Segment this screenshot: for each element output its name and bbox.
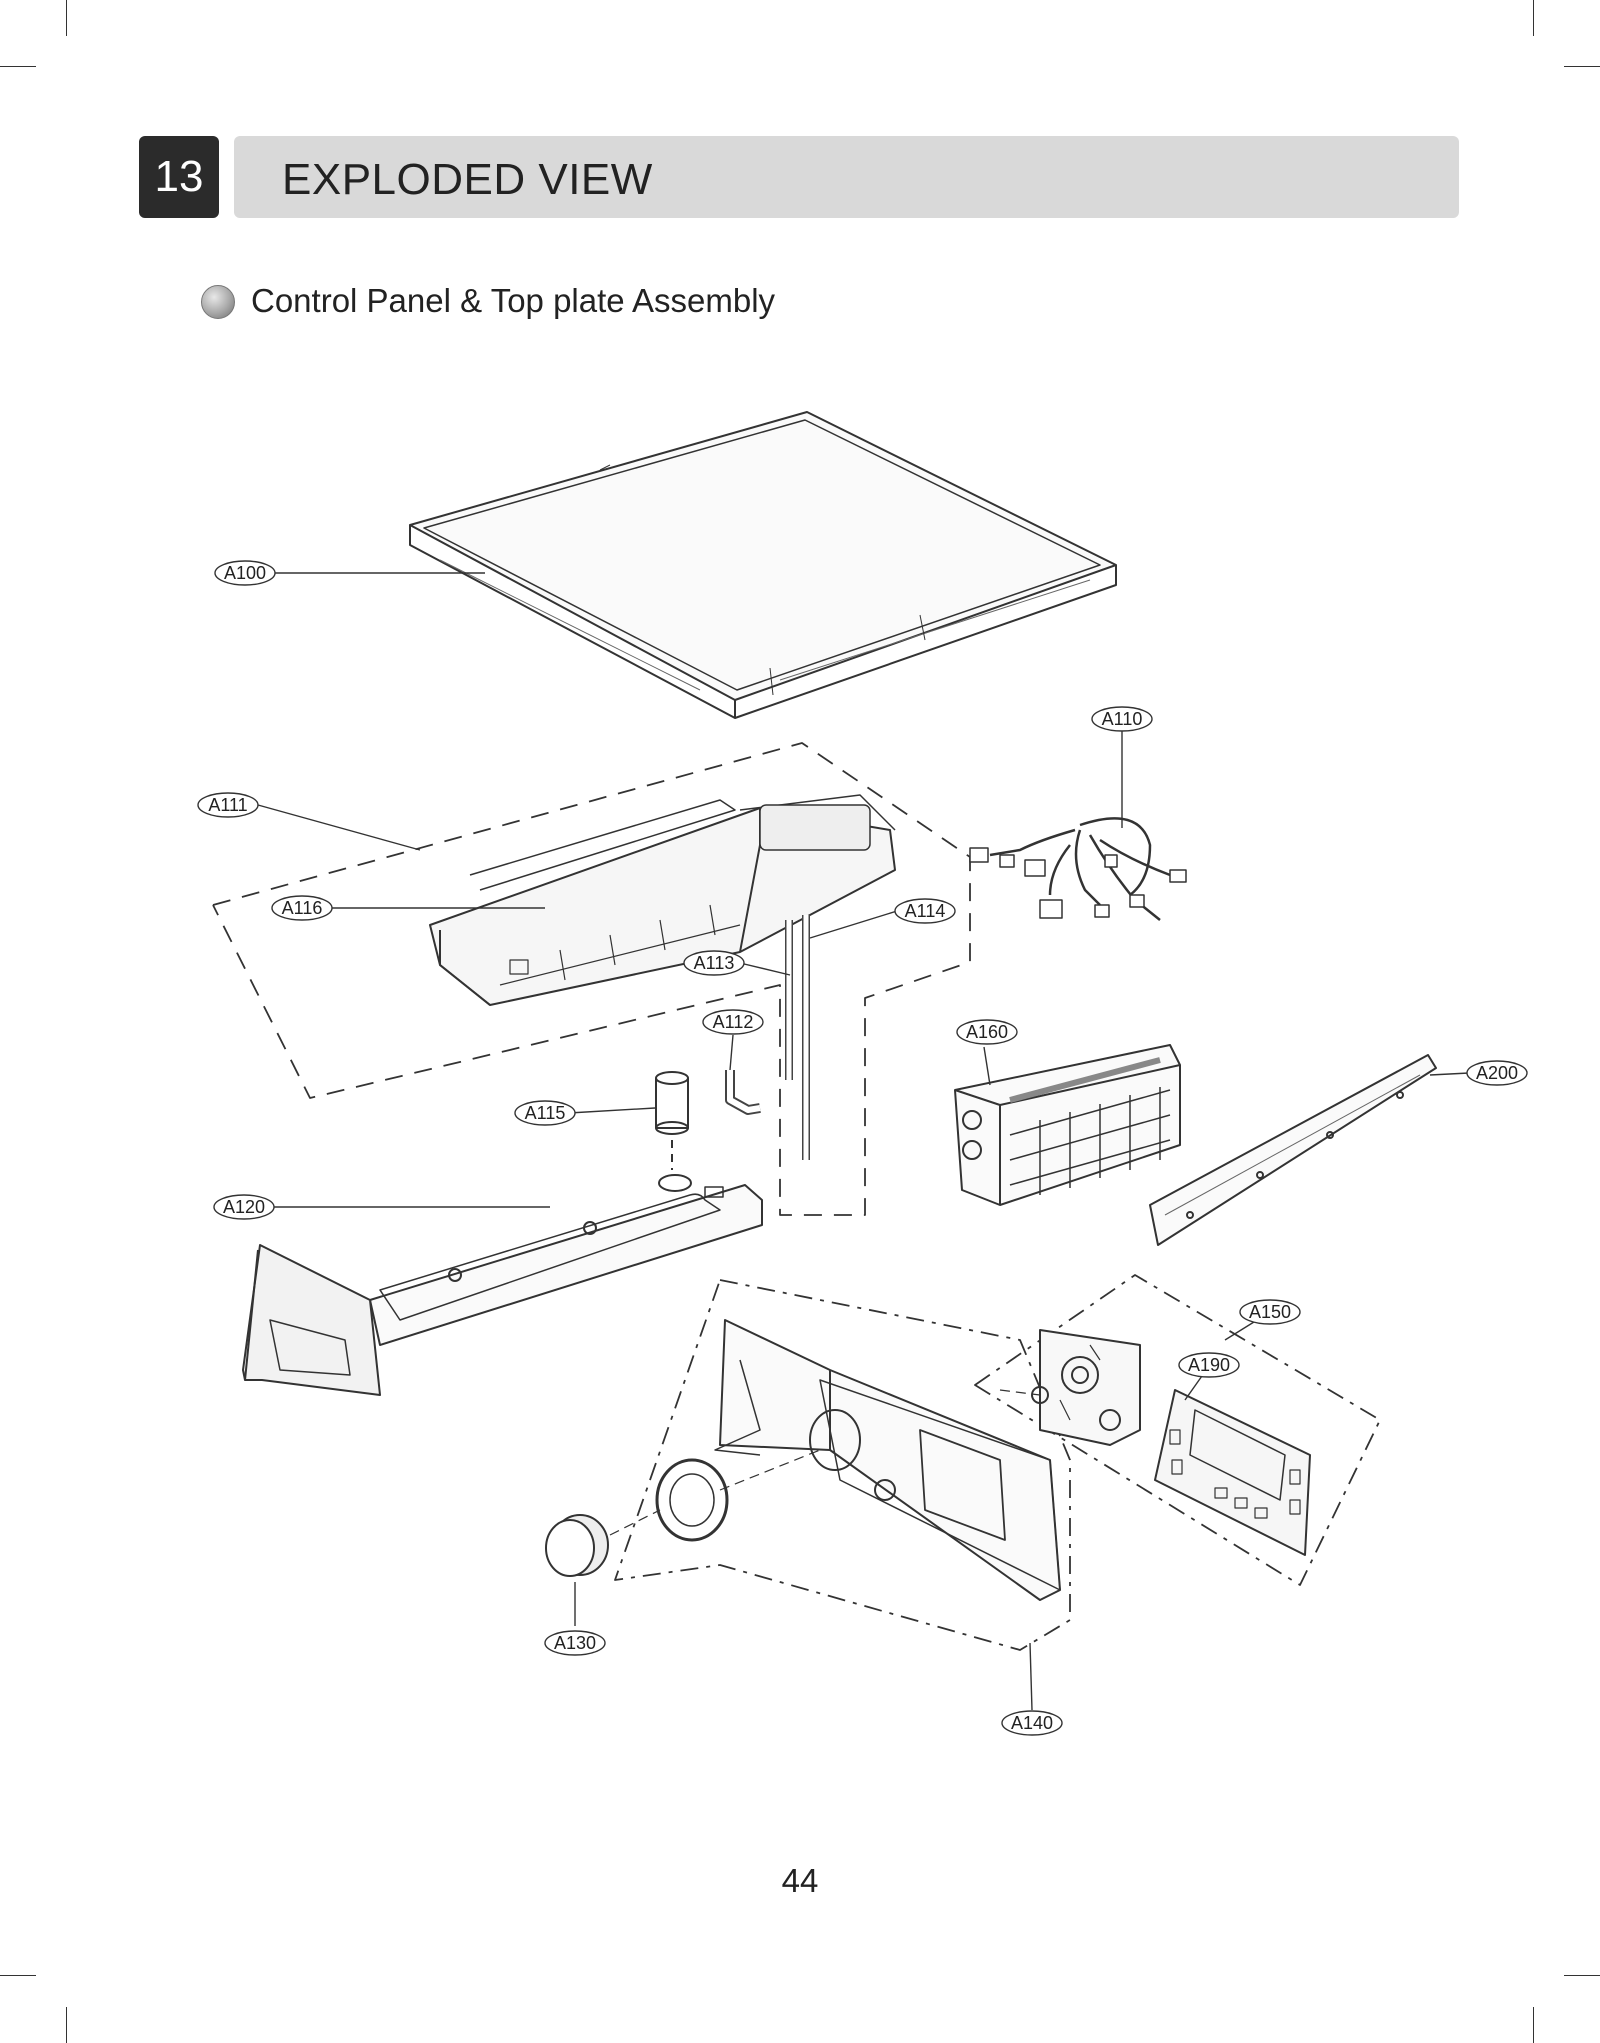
callout-A115: A115 (514, 1100, 576, 1126)
callout-label: A116 (282, 898, 323, 918)
pcb-box-part (954, 1044, 1181, 1206)
callout-label: A120 (223, 1197, 265, 1217)
callout-A160: A160 (956, 1019, 1018, 1045)
crop-mark (1564, 66, 1600, 67)
callout-A112: A112 (702, 1009, 764, 1035)
callout-A150: A150 (1239, 1299, 1301, 1325)
detergent-drawer-part (242, 1174, 763, 1396)
callout-label: A114 (905, 901, 946, 921)
crop-mark (1564, 1975, 1600, 1976)
callout-label: A150 (1249, 1302, 1291, 1322)
wire-harness-part (969, 817, 1187, 921)
display-pcb-part (1154, 1389, 1311, 1556)
crop-mark (1533, 0, 1534, 36)
callout-label: A113 (694, 953, 735, 973)
cylinder-fitting-part (655, 1071, 689, 1170)
dispenser-housing-part (429, 794, 896, 1006)
elbow-fitting-part (725, 1070, 761, 1115)
crop-mark (0, 66, 36, 67)
leader-lines (257, 572, 1470, 1711)
callout-label: A160 (966, 1022, 1008, 1042)
callout-label: A140 (1011, 1713, 1053, 1733)
control-panel-part (714, 1319, 1061, 1601)
callout-A111: A111 (197, 792, 259, 818)
callout-A120: A120 (213, 1194, 275, 1220)
main-pcb-part (999, 1329, 1141, 1446)
page-title: EXPLODED VIEW (282, 155, 653, 204)
dashed-group-outline (974, 1274, 1381, 1586)
callout-label: A130 (554, 1633, 596, 1653)
knob-part (545, 1449, 821, 1577)
chapter-number: 13 (139, 136, 219, 218)
callout-A110: A110 (1091, 706, 1153, 732)
crop-mark (0, 1975, 36, 1976)
bullet-icon (201, 285, 235, 319)
crop-mark (66, 2007, 67, 2043)
callout-label: A200 (1476, 1063, 1518, 1083)
callout-A100: A100 (214, 560, 276, 586)
dashed-group-outline (212, 742, 971, 1216)
header-bar (234, 136, 1459, 218)
callout-A130: A130 (544, 1630, 606, 1656)
crop-mark (1533, 2007, 1534, 2043)
bracket-part (1149, 1054, 1437, 1246)
dashed-group-outline (614, 1279, 1071, 1651)
section-title: Control Panel & Top plate Assembly (251, 282, 776, 319)
hose-part (785, 915, 810, 1160)
callout-label: A190 (1188, 1355, 1230, 1375)
callout-label: A112 (713, 1012, 754, 1032)
callout-A113: A113 (683, 950, 745, 976)
callout-A200: A200 (1466, 1060, 1528, 1086)
callout-label: A111 (208, 795, 247, 815)
page-number: 44 (781, 1862, 819, 1899)
callout-label: A100 (224, 563, 266, 583)
crop-mark (66, 0, 67, 36)
callout-A190: A190 (1178, 1352, 1240, 1378)
top-plate-part (409, 411, 1117, 719)
callout-A116: A116 (271, 895, 333, 921)
callout-A140: A140 (1001, 1710, 1063, 1736)
callout-label: A110 (1102, 709, 1143, 729)
callout-A114: A114 (894, 898, 956, 924)
callout-label: A115 (525, 1103, 566, 1123)
